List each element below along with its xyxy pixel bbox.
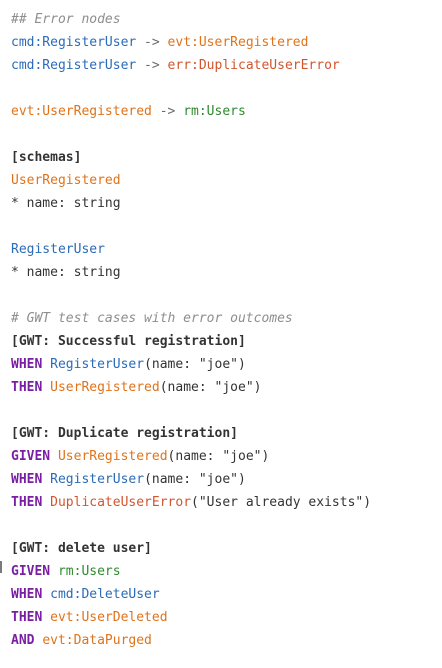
text-token: * name: string: [11, 265, 121, 280]
code-line[interactable]: cmd:RegisterUser -> err:DuplicateUserErr…: [0, 54, 442, 77]
text-token: (name:: [159, 380, 215, 395]
gwt-keyword: THEN: [11, 380, 43, 395]
code-line[interactable]: THEN evt:UserDeleted: [0, 606, 442, 629]
text-token: [50, 564, 58, 579]
command-token: cmd:DeleteUser: [50, 587, 160, 602]
code-line[interactable]: [GWT: Duplicate registration]: [0, 422, 442, 445]
event-token: evt:UserDeleted: [50, 610, 168, 625]
section-header: [GWT: delete user]: [11, 541, 152, 556]
command-token: RegisterUser: [11, 242, 105, 257]
code-line[interactable]: WHEN RegisterUser(name: "joe"): [0, 468, 442, 491]
code-line[interactable]: WHEN RegisterUser(name: "joe"): [0, 353, 442, 376]
code-line[interactable]: [0, 284, 442, 307]
arrow-token: ->: [136, 35, 168, 50]
code-line[interactable]: THEN UserRegistered(name: "joe"): [0, 376, 442, 399]
text-token: * name: string: [11, 196, 121, 211]
event-token: UserRegistered: [50, 380, 160, 395]
code-line[interactable]: WHEN cmd:DeleteUser: [0, 583, 442, 606]
gwt-keyword: GIVEN: [11, 564, 51, 579]
code-line[interactable]: # GWT test cases with error outcomes: [0, 307, 442, 330]
section-header: [GWT: Duplicate registration]: [11, 426, 238, 441]
text-token: ): [238, 472, 246, 487]
code-lines[interactable]: ## Error nodes cmd:RegisterUser -> evt:Us…: [0, 8, 442, 652]
text-token: [50, 449, 58, 464]
section-header: [schemas]: [11, 150, 82, 165]
text-token: ): [238, 357, 246, 372]
event-token: evt:UserRegistered: [11, 104, 152, 119]
event-token: evt:UserRegistered: [167, 35, 309, 50]
read-model-token: rm:Users: [183, 104, 246, 119]
event-token: UserRegistered: [57, 449, 168, 464]
text-token: ): [253, 380, 262, 395]
code-line[interactable]: [GWT: Successful registration]: [0, 330, 442, 353]
code-line[interactable]: AND evt:DataPurged: [0, 629, 442, 652]
text-token: ): [261, 449, 270, 464]
command-token: RegisterUser: [50, 472, 145, 487]
code-comment: ## Error nodes: [11, 12, 121, 27]
arrow-token: ->: [136, 58, 168, 73]
code-comment: # GWT test cases with error outcomes: [11, 311, 293, 326]
code-line[interactable]: * name: string: [0, 261, 442, 284]
code-line[interactable]: UserRegistered: [0, 169, 442, 192]
command-token: cmd:RegisterUser: [11, 35, 137, 50]
command-token: cmd:RegisterUser: [11, 58, 137, 73]
text-token: (name:: [167, 449, 223, 464]
event-token: UserRegistered: [11, 173, 121, 188]
code-line[interactable]: [schemas]: [0, 146, 442, 169]
text-token: [42, 472, 50, 487]
text-token: [42, 380, 50, 395]
code-line[interactable]: RegisterUser: [0, 238, 442, 261]
code-line[interactable]: GIVEN rm:Users: [0, 560, 442, 583]
command-token: RegisterUser: [50, 357, 145, 372]
string-literal: "joe": [198, 357, 238, 372]
code-line[interactable]: [0, 399, 442, 422]
code-line[interactable]: * name: string: [0, 192, 442, 215]
text-token: [42, 587, 50, 602]
code-line[interactable]: [0, 514, 442, 537]
code-line[interactable]: ## Error nodes: [0, 8, 442, 31]
section-header: [GWT: Successful registration]: [11, 334, 246, 349]
error-token: DuplicateUserError: [50, 495, 192, 510]
arrow-token: ->: [151, 104, 184, 119]
text-token: [42, 610, 50, 625]
gwt-keyword: THEN: [11, 495, 43, 510]
text-cursor: [0, 561, 2, 573]
read-model-token: rm:Users: [57, 564, 121, 579]
code-line[interactable]: THEN DuplicateUserError("User already ex…: [0, 491, 442, 514]
string-literal: "joe": [198, 472, 238, 487]
code-line[interactable]: [0, 123, 442, 146]
gwt-keyword: GIVEN: [11, 449, 51, 464]
error-token: err:DuplicateUserError: [167, 58, 340, 73]
code-line[interactable]: [0, 77, 442, 100]
code-line[interactable]: [0, 215, 442, 238]
code-line[interactable]: cmd:RegisterUser -> evt:UserRegistered: [0, 31, 442, 54]
text-token: [42, 357, 50, 372]
gwt-keyword: WHEN: [11, 357, 43, 372]
text-token: ("User already exists"): [191, 495, 372, 510]
text-token: (name:: [144, 357, 199, 372]
string-literal: "joe": [214, 380, 254, 395]
event-token: evt:DataPurged: [42, 633, 152, 648]
string-literal: "joe": [222, 449, 262, 464]
gwt-keyword: WHEN: [11, 587, 43, 602]
gwt-keyword: WHEN: [11, 472, 43, 487]
gwt-keyword: AND: [11, 633, 35, 648]
code-line[interactable]: GIVEN UserRegistered(name: "joe"): [0, 445, 442, 468]
gwt-keyword: THEN: [11, 610, 43, 625]
text-token: (name:: [144, 472, 199, 487]
code-line[interactable]: evt:UserRegistered -> rm:Users: [0, 100, 442, 123]
text-token: [42, 495, 50, 510]
code-line[interactable]: [GWT: delete user]: [0, 537, 442, 560]
